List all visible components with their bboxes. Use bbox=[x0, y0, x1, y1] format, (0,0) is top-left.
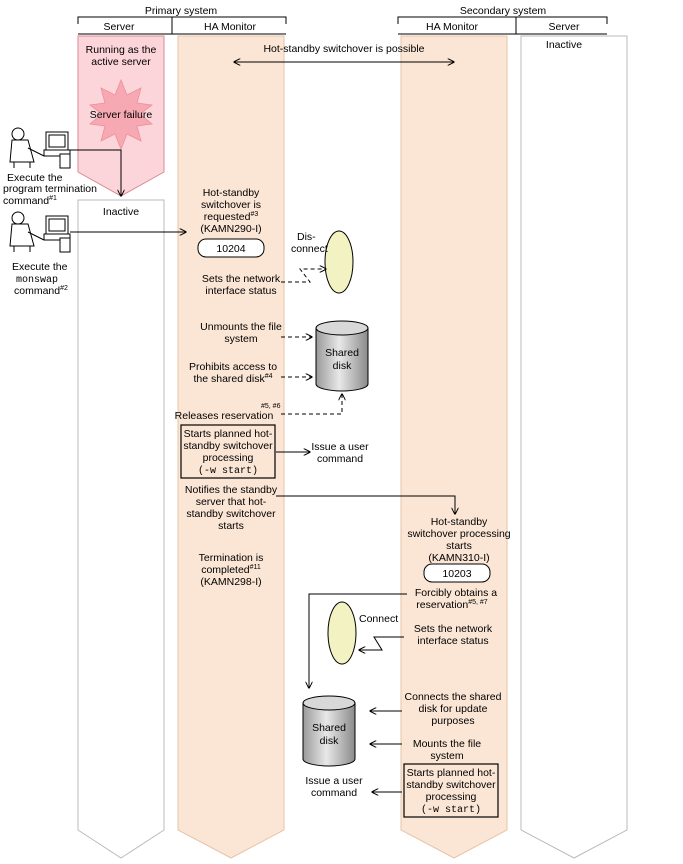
shared-disk-bottom-line1: Shared bbox=[312, 722, 346, 734]
release-label: Releases reservation bbox=[175, 410, 274, 422]
planned-primary-cmd: (-w start) bbox=[198, 465, 258, 477]
message-id-10203: 10203 bbox=[442, 568, 471, 580]
connect-arrow bbox=[359, 636, 404, 650]
planned-secondary-line2: standby switchover bbox=[406, 779, 496, 791]
disconnect-line2: connect bbox=[291, 243, 328, 255]
secondary-server-column bbox=[520, 35, 628, 859]
set-network-line2: interface status bbox=[205, 285, 276, 297]
disconnect-arrow bbox=[281, 269, 326, 283]
obtain-line2: reservation#5, #7 bbox=[416, 599, 488, 611]
user-command-primary-line1: Issue a user bbox=[311, 441, 369, 453]
user-command-primary-line2: command bbox=[317, 453, 363, 465]
prohibit-line1: Prohibits access to bbox=[189, 361, 277, 373]
secondary-set-network-line2: interface status bbox=[417, 635, 488, 647]
planned-primary-line2: standby switchover bbox=[183, 440, 273, 452]
secondary-set-network-line1: Sets the network bbox=[414, 623, 493, 635]
obtain-line1: Forcibly obtains a bbox=[415, 587, 497, 599]
set-network-line1: Sets the network bbox=[202, 273, 281, 285]
secondary-system-label: Secondary system bbox=[460, 5, 547, 17]
termination-line2: completed#11 bbox=[201, 564, 261, 576]
shared-disk-top: Shared disk bbox=[315, 320, 369, 392]
secondary-starts-code: (KAMN310-I) bbox=[428, 552, 489, 564]
planned-switchover-box-primary bbox=[180, 424, 276, 479]
primary-system-header: Primary system Server HA Monitor bbox=[77, 5, 287, 35]
exec2-line1: Execute the bbox=[12, 261, 68, 273]
exec1-arrow bbox=[70, 149, 121, 196]
connect-disk-line1: Connects the shared bbox=[405, 691, 502, 703]
secondary-starts-line3: starts bbox=[446, 540, 472, 552]
request-line1: Hot-standby bbox=[203, 187, 260, 199]
notify-line4: starts bbox=[218, 520, 244, 532]
user-command-secondary-line2: command bbox=[311, 787, 357, 799]
primary-system-label: Primary system bbox=[145, 5, 218, 17]
exec2-line3: command#2 bbox=[14, 285, 68, 297]
exec1-line2: program termination bbox=[3, 183, 97, 195]
notify-line1: Notifies the standby bbox=[185, 484, 278, 496]
mount-line2: system bbox=[430, 750, 464, 762]
running-label-line2: active server bbox=[91, 56, 151, 68]
shared-disk-top-line1: Shared bbox=[325, 347, 359, 359]
obtain-reservation-arrow bbox=[309, 593, 407, 688]
release-sup: #5, #6 bbox=[261, 403, 281, 410]
unmount-line1: Unmounts the file bbox=[200, 321, 282, 333]
request-line2: switchover is bbox=[201, 199, 261, 211]
network-oval-connect bbox=[327, 601, 357, 665]
notify-line3: standby switchover bbox=[186, 508, 276, 520]
mount-line1: Mounts the file bbox=[413, 738, 481, 750]
planned-switchover-box-secondary bbox=[403, 763, 499, 818]
primary-server-header: Server bbox=[104, 21, 135, 33]
secondary-server-header: Server bbox=[549, 21, 580, 33]
request-code: (KAMN290-I) bbox=[200, 223, 261, 235]
hot-standby-possible-label: Hot-standby switchover is possible bbox=[263, 43, 424, 55]
server-failure-label: Server failure bbox=[90, 109, 153, 121]
secondary-starts-line2: switchover processing bbox=[407, 528, 510, 540]
primary-ha-monitor-header: HA Monitor bbox=[204, 21, 256, 33]
primary-inactive-label: Inactive bbox=[103, 206, 139, 218]
disconnect-line1: Dis- bbox=[297, 231, 316, 243]
secondary-inactive-label: Inactive bbox=[546, 39, 582, 51]
termination-code: (KAMN298-I) bbox=[200, 576, 261, 588]
prohibit-line2: the shared disk#4 bbox=[193, 373, 272, 385]
unmount-line2: system bbox=[224, 333, 258, 345]
network-oval-disconnect bbox=[324, 230, 354, 294]
exec1-line3: command#1 bbox=[3, 195, 57, 207]
shared-disk-bottom-line2: disk bbox=[320, 735, 339, 747]
shared-disk-top-line2: disk bbox=[333, 360, 352, 372]
shared-disk-bottom: Shared disk bbox=[302, 695, 356, 767]
secondary-ha-monitor-header: HA Monitor bbox=[426, 21, 478, 33]
message-id-10204-box bbox=[197, 238, 265, 258]
request-line3: requested#3 bbox=[204, 211, 259, 223]
planned-primary-line1: Starts planned hot- bbox=[184, 428, 273, 440]
secondary-starts-line1: Hot-standby bbox=[431, 516, 488, 528]
exec2-command: monswap bbox=[16, 275, 58, 286]
server-failure-burst bbox=[88, 78, 154, 151]
secondary-ha-monitor-column bbox=[400, 35, 508, 859]
planned-secondary-line3: processing bbox=[426, 791, 477, 803]
operator-1-icon bbox=[9, 127, 71, 169]
message-id-10203-box bbox=[423, 563, 491, 583]
connect-label: Connect bbox=[359, 613, 398, 625]
secondary-system-header: Secondary system HA Monitor Server bbox=[397, 5, 608, 35]
planned-secondary-cmd: (-w start) bbox=[421, 804, 481, 816]
message-id-10204: 10204 bbox=[216, 243, 245, 255]
termination-line1: Termination is bbox=[199, 552, 264, 564]
planned-primary-line3: processing bbox=[203, 452, 254, 464]
user-command-secondary-line1: Issue a user bbox=[305, 775, 363, 787]
operator-2-icon bbox=[9, 211, 71, 253]
notify-line2: server that hot- bbox=[196, 496, 267, 508]
connect-disk-line3: purposes bbox=[431, 715, 474, 727]
running-label-line1: Running as the bbox=[86, 44, 157, 56]
connect-disk-line2: disk for update bbox=[419, 703, 488, 715]
primary-server-inactive-column bbox=[77, 199, 165, 859]
exec1-line1: Execute the bbox=[7, 172, 63, 184]
planned-secondary-line1: Starts planned hot- bbox=[407, 767, 496, 779]
notify-arrow bbox=[276, 495, 455, 514]
release-arrow bbox=[281, 394, 342, 415]
